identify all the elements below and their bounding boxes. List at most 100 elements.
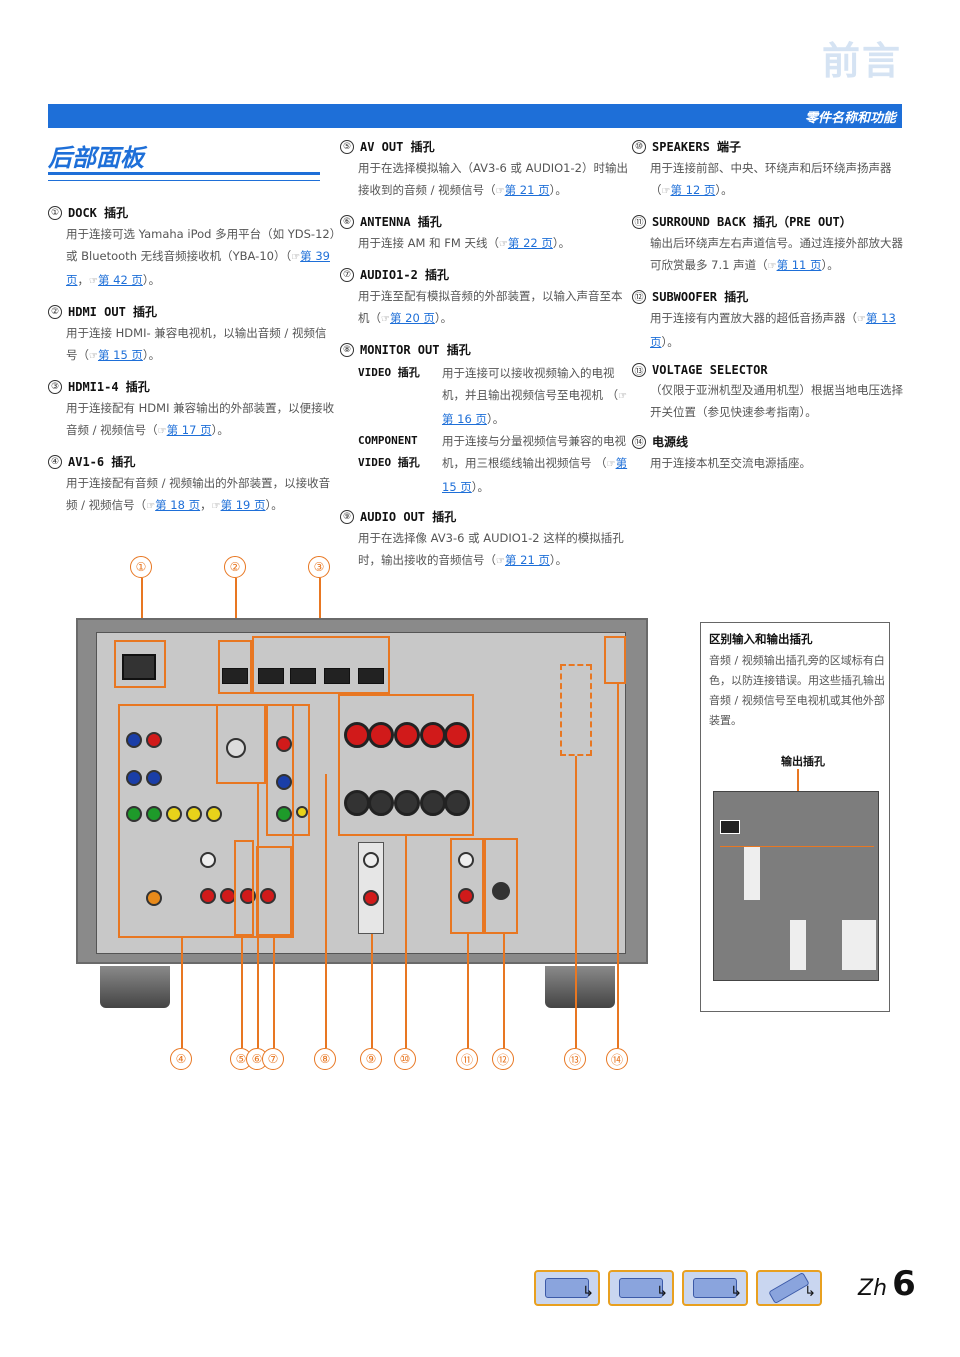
front-panel-icon bbox=[545, 1278, 589, 1298]
page-ref-link[interactable]: 第 19 页 bbox=[220, 498, 266, 512]
hdmi-out-highlight bbox=[218, 640, 252, 694]
page-number: Zh 6 bbox=[858, 1264, 916, 1304]
component-desc: 用于连接与分量视频信号兼容的电视机，用三根缆线输出视频信号 （☞第 15 页）。 bbox=[442, 430, 628, 498]
leader-line bbox=[503, 934, 505, 1048]
item-number: ① bbox=[48, 205, 62, 220]
page-ref-link[interactable]: 第 11 页 bbox=[776, 258, 822, 272]
speaker-terminal bbox=[420, 722, 446, 748]
hdmi-in-highlight bbox=[252, 636, 390, 694]
return-arrow-icon: ↳ bbox=[730, 1284, 742, 1300]
callout-8: ⑧ bbox=[314, 1048, 336, 1070]
page-ref-link[interactable]: 第 15 页 bbox=[97, 348, 143, 362]
antenna-highlight bbox=[216, 704, 266, 784]
item-text: 用于在选择模拟输入（AV3-6 或 AUDIO1-2）时输出接收到的音频 / 视… bbox=[358, 161, 628, 197]
video-jack bbox=[206, 806, 222, 822]
item-body: 用于连接配有音频 / 视频输出的外部装置，以接收音频 / 视频信号（☞第 18 … bbox=[66, 476, 331, 512]
item-tail: ）。 bbox=[434, 311, 453, 325]
item-body: 用于连接前部、中央、环绕声和后环绕声扬声器（☞第 12 页）。 bbox=[650, 157, 906, 203]
item-text: 用于连接前部、中央、环绕声和后环绕声扬声器（ bbox=[650, 161, 892, 197]
leader-line bbox=[325, 774, 327, 1048]
item-body: 用于连接 HDMI- 兼容电视机，以输出音频 / 视频信号（☞第 15 页）。 bbox=[66, 322, 336, 368]
leader-line bbox=[273, 936, 275, 1048]
page-ref-link[interactable]: 第 22 页 bbox=[507, 236, 553, 250]
leader-line bbox=[257, 784, 259, 1048]
page-ref-link[interactable]: 第 12 页 bbox=[670, 183, 716, 197]
page-ref-link[interactable]: 第 17 页 bbox=[166, 423, 212, 437]
item-tail: ）。 bbox=[142, 348, 161, 362]
page-ref-icon: ☞ bbox=[157, 426, 167, 437]
audio-jack bbox=[200, 852, 216, 868]
video-jack bbox=[166, 806, 182, 822]
speaker-terminal bbox=[444, 722, 470, 748]
item-text: 用于连接可选 Yamaha iPod 多用平台（如 YDS-12）或 Bluet… bbox=[66, 227, 336, 263]
unit-foot bbox=[100, 966, 170, 1008]
page-ref-icon: ☞ bbox=[291, 252, 301, 263]
leader-line bbox=[371, 934, 373, 1048]
page-ref-link[interactable]: 第 39 页 bbox=[66, 249, 330, 287]
callout-1: ① bbox=[130, 556, 152, 578]
bar-label: 零件名称和功能 bbox=[804, 111, 896, 126]
speaker-terminal bbox=[368, 722, 394, 748]
nav-button-front-panel[interactable]: ↳ bbox=[534, 1270, 600, 1306]
page-ref-link[interactable]: 第 16 页 bbox=[442, 412, 487, 426]
item-body: 用于连接可选 Yamaha iPod 多用平台（如 YDS-12）或 Bluet… bbox=[66, 227, 336, 287]
page-ref-link[interactable]: 第 21 页 bbox=[504, 183, 550, 197]
component-key-1: COMPONENT bbox=[358, 434, 418, 447]
nav-button-display[interactable]: ↳ bbox=[682, 1270, 748, 1306]
leader-line bbox=[617, 684, 619, 1048]
item-body: 用于在选择模拟输入（AV3-6 或 AUDIO1-2）时输出接收到的音频 / 视… bbox=[358, 157, 628, 203]
item-body: 用于连接本机至交流电源插座。 bbox=[650, 452, 906, 474]
page-ref-link[interactable]: 第 20 页 bbox=[389, 311, 435, 325]
callout-4: ④ bbox=[170, 1048, 192, 1070]
page-ref-link[interactable]: 第 15 页 bbox=[442, 456, 628, 494]
nav-button-rear-panel[interactable]: ↳ bbox=[608, 1270, 674, 1306]
page-ref-link[interactable]: 第 21 页 bbox=[504, 553, 550, 567]
item-body: 输出后环绕声左右声道信号。通过连接外部放大器可欣赏最多 7.1 声道（☞第 11… bbox=[650, 232, 906, 278]
video-text: 用于连接可以接收视频输入的电视机，并且输出视频信号至电视机 （ bbox=[442, 366, 619, 402]
item-text: 用于连接配有 HDMI 兼容输出的外部装置，以便接收音频 / 视频信号（ bbox=[66, 401, 335, 437]
page-digit: 6 bbox=[892, 1264, 916, 1304]
item-title: SPEAKERS 端子 bbox=[652, 140, 742, 154]
nav-button-remote[interactable]: ↳ bbox=[756, 1270, 822, 1306]
page-ref-link[interactable]: 第 42 页 bbox=[97, 273, 143, 287]
section-bar: 零件名称和功能 bbox=[48, 104, 902, 128]
audio-out-jack bbox=[363, 852, 379, 868]
page-ref-icon: ☞ bbox=[661, 186, 671, 197]
leader-line bbox=[575, 756, 577, 1048]
component-jack bbox=[146, 732, 162, 748]
item-tail: ）。 bbox=[265, 498, 283, 512]
audio-out-jack bbox=[363, 890, 379, 906]
speaker-terminal bbox=[344, 790, 370, 816]
page-ref-icon: ☞ bbox=[498, 239, 508, 250]
item-title: ANTENNA 插孔 bbox=[360, 215, 442, 229]
page-ref-icon: ☞ bbox=[857, 314, 866, 325]
subwoofer-jack bbox=[492, 882, 510, 900]
page-ref-icon: ☞ bbox=[767, 261, 777, 272]
av-inputs-highlight bbox=[118, 704, 294, 938]
rear-panel-icon bbox=[619, 1278, 663, 1298]
video-desc: 用于连接可以接收视频输入的电视机，并且输出视频信号至电视机 （☞第 16 页）。 bbox=[442, 362, 628, 430]
page-ref-link[interactable]: 第 18 页 bbox=[155, 498, 201, 512]
item-title: AV OUT 插孔 bbox=[360, 140, 435, 154]
inset-title: 区别输入和输出插孔 bbox=[709, 632, 813, 646]
leader-line bbox=[181, 938, 183, 1048]
title-rule-thin bbox=[48, 180, 320, 181]
callout-7: ⑦ bbox=[262, 1048, 284, 1070]
section-title: 后部面板 bbox=[48, 144, 144, 172]
inset-label: 输出插孔 bbox=[781, 755, 825, 768]
item-tail: ）。 bbox=[486, 412, 505, 426]
callout-12: ⑫ bbox=[492, 1048, 514, 1070]
page-ref-link[interactable]: 第 13 页 bbox=[650, 311, 896, 349]
inset-box: 区别输入和输出插孔 音频 / 视频输出插孔旁的区域标有白色，以防连接错误。用这些… bbox=[700, 622, 890, 1012]
item-text: 用于连接本机至交流电源插座。 bbox=[650, 456, 811, 470]
